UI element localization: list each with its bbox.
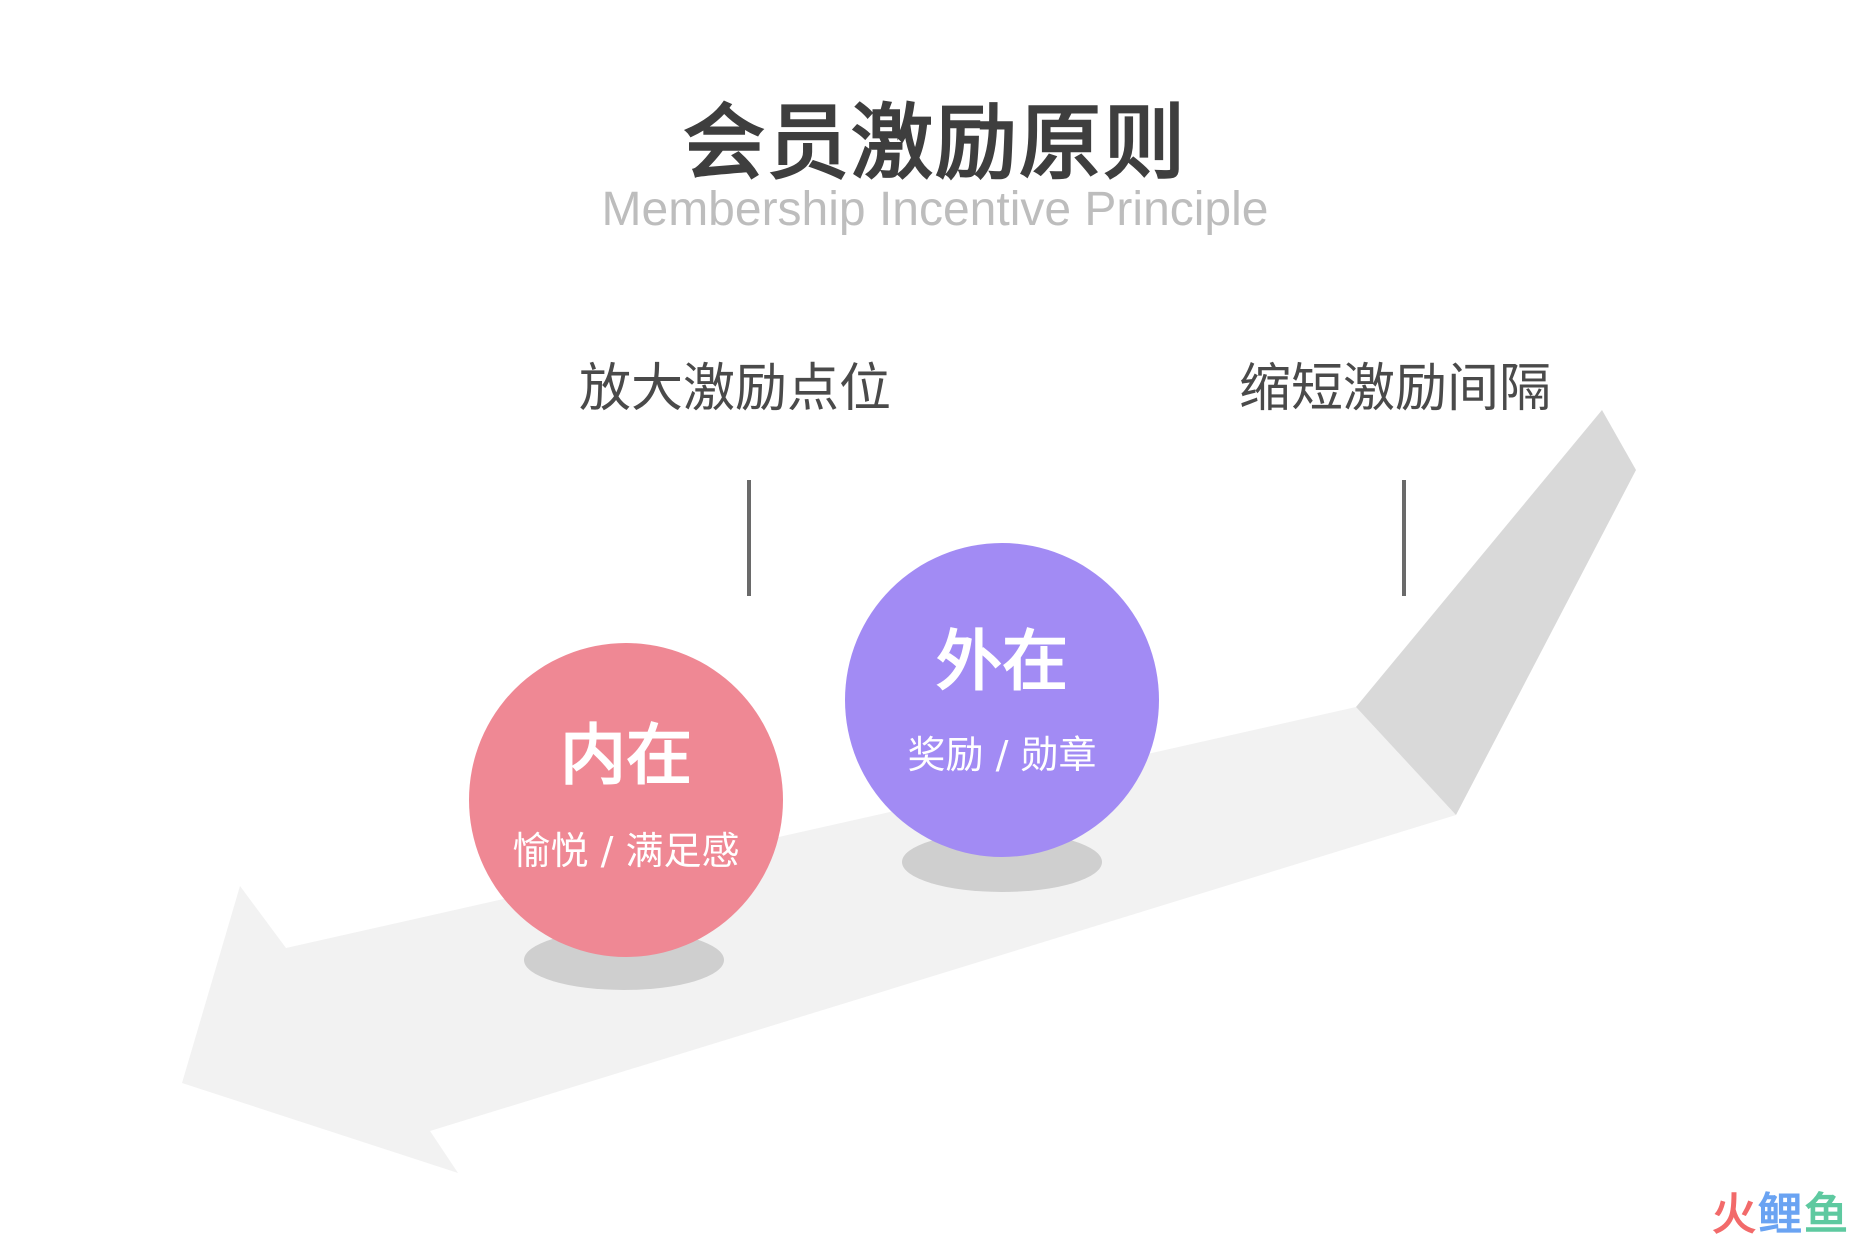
watermark-char-2: 鲤 xyxy=(1758,1189,1804,1240)
page-title: 会员激励原则 xyxy=(682,96,1187,191)
page-subtitle: Membership Incentive Principle xyxy=(601,183,1269,236)
inner-ball xyxy=(469,643,783,957)
watermark-char-1: 火 xyxy=(1712,1189,1758,1240)
watermark-logo: 火鲤鱼 xyxy=(1712,1178,1850,1242)
outer-ball-subtitle: 奖励 / 勋章 xyxy=(907,733,1097,777)
outer-ball-title: 外在 xyxy=(936,623,1068,700)
connector-line-left xyxy=(747,480,751,596)
inner-ball-title: 内在 xyxy=(560,717,692,794)
connector-line-right xyxy=(1402,480,1406,596)
label-shorten-intervals: 缩短激励间隔 xyxy=(1238,359,1551,419)
upper-arrow-shape xyxy=(1356,410,1636,815)
lower-arrow-shape xyxy=(182,707,1456,1173)
inner-ball-subtitle: 愉悦 / 满足感 xyxy=(512,829,740,873)
outer-ball xyxy=(845,543,1159,857)
watermark-char-3: 鱼 xyxy=(1804,1189,1850,1240)
label-amplify-points: 放大激励点位 xyxy=(578,359,891,419)
